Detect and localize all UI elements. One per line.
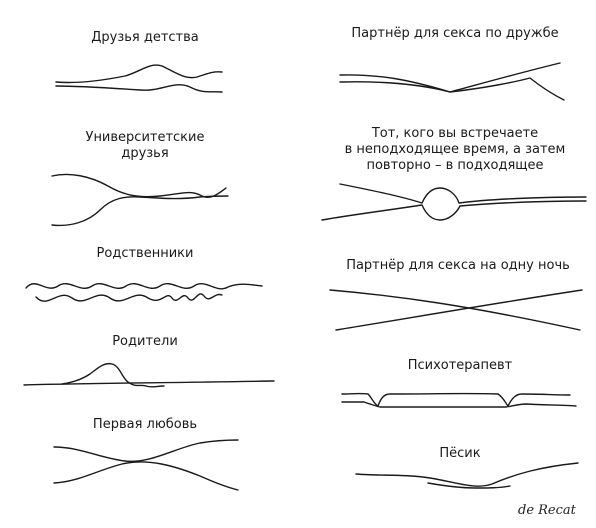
parents-line-bump bbox=[61, 362, 165, 388]
ons-line-a bbox=[329, 289, 581, 331]
therapist-line-a bbox=[341, 392, 571, 407]
dog-line-b bbox=[427, 482, 511, 489]
fwb-line-b bbox=[339, 77, 565, 101]
wrong-time-person-lines bbox=[321, 183, 587, 221]
therapist-lines bbox=[341, 392, 577, 408]
wrong-time-line-a bbox=[339, 183, 587, 204]
childhood-friends-lines bbox=[55, 64, 223, 93]
therapist-line-b bbox=[341, 401, 577, 408]
fwb-line-a bbox=[339, 62, 561, 93]
label-university-friends: Университетские друзья bbox=[85, 130, 205, 161]
label-one-night-stand: Партнёр для секса на одну ночь bbox=[346, 258, 570, 273]
ons-line-b bbox=[335, 289, 583, 331]
wrong-time-line-b bbox=[321, 200, 587, 221]
childhood-line-b bbox=[55, 84, 223, 93]
university-friends-lines bbox=[51, 173, 229, 227]
label-wrong-time-person: Тот, кого вы встречаете в неподходящее в… bbox=[344, 126, 566, 173]
first-love-line-b bbox=[53, 461, 239, 491]
fwb-lines bbox=[339, 62, 565, 101]
label-therapist: Психотерапевт bbox=[407, 358, 513, 373]
first-love-lines bbox=[53, 439, 239, 491]
dog-lines bbox=[355, 462, 579, 489]
dog-line-a bbox=[355, 462, 579, 487]
first-love-line-a bbox=[53, 439, 239, 463]
artist-signature: de Recat bbox=[518, 503, 576, 518]
university-line-b bbox=[51, 195, 229, 227]
label-relatives: Родственники bbox=[96, 246, 194, 261]
label-friends-with-benefits: Партнёр для секса по дружбе bbox=[351, 26, 559, 41]
university-line-a bbox=[51, 173, 227, 198]
relatives-line-a bbox=[25, 283, 263, 290]
relatives-lines bbox=[25, 283, 263, 302]
parents-lines bbox=[23, 362, 275, 388]
relatives-line-b bbox=[35, 293, 223, 302]
childhood-line-a bbox=[55, 64, 223, 84]
label-childhood-friends: Друзья детства bbox=[91, 30, 199, 45]
label-dog: Пёсик bbox=[439, 446, 481, 461]
parents-line-base bbox=[23, 380, 275, 386]
label-parents: Родители bbox=[112, 334, 178, 349]
one-night-stand-lines bbox=[329, 289, 583, 331]
label-first-love: Первая любовь bbox=[92, 417, 198, 432]
